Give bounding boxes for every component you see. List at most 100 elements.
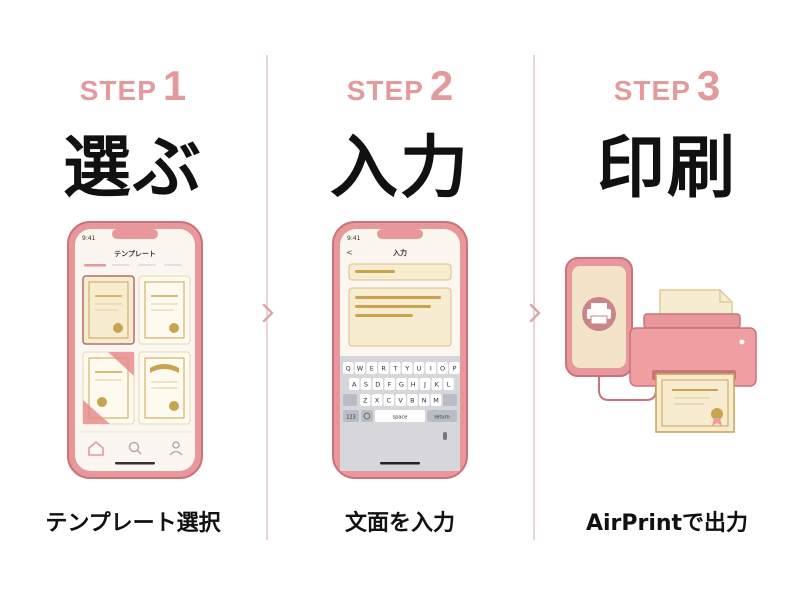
key[interactable] xyxy=(360,378,372,390)
step-number: 3 xyxy=(696,62,721,109)
key[interactable] xyxy=(378,362,389,374)
key[interactable] xyxy=(430,394,442,406)
status-time: 9:41 xyxy=(82,235,96,242)
key-label: T xyxy=(392,365,397,373)
key-label: H xyxy=(411,381,416,389)
key[interactable] xyxy=(419,394,430,406)
key[interactable] xyxy=(431,378,442,390)
key-label: Y xyxy=(404,365,409,373)
key-label: D xyxy=(375,381,380,389)
title-input[interactable] xyxy=(348,263,452,281)
delete-key[interactable] xyxy=(443,394,457,406)
template-card[interactable] xyxy=(138,275,191,345)
key-label: G xyxy=(399,381,404,389)
key-label: R xyxy=(381,365,386,373)
key-label: space xyxy=(393,415,408,421)
key-label: P xyxy=(452,365,456,373)
key-label: W xyxy=(357,365,364,373)
step-word: STEP xyxy=(346,75,424,106)
key[interactable] xyxy=(402,362,413,374)
key-label: V xyxy=(398,397,403,405)
key-label: U xyxy=(417,365,422,373)
key[interactable] xyxy=(407,394,418,406)
emoji-key[interactable] xyxy=(361,410,373,422)
step-number: 2 xyxy=(429,62,454,109)
key-label: F xyxy=(388,381,392,389)
chevron-right-icon xyxy=(529,303,541,323)
screen-header: テンプレート xyxy=(114,249,156,258)
key-label: C xyxy=(387,397,392,405)
key-label: J xyxy=(423,381,426,389)
microphone-icon[interactable] xyxy=(443,432,447,440)
step-word: STEP xyxy=(79,75,157,106)
step-3-title: 印刷 xyxy=(596,129,737,208)
key[interactable] xyxy=(408,378,419,390)
key[interactable] xyxy=(349,378,360,390)
space-key[interactable] xyxy=(375,410,425,422)
profile-icon[interactable] xyxy=(169,441,183,456)
screen-header: 入力 xyxy=(392,248,407,257)
key[interactable] xyxy=(413,362,425,374)
key-label: K xyxy=(435,381,440,389)
back-icon[interactable]: < xyxy=(346,248,353,257)
step-2-caption: 文面を入力 xyxy=(344,511,455,536)
certificate-illustration xyxy=(655,373,735,433)
home-icon[interactable] xyxy=(88,440,104,456)
key-label: M xyxy=(433,397,439,405)
key[interactable] xyxy=(390,362,401,374)
key[interactable] xyxy=(372,378,383,390)
tab-active[interactable] xyxy=(84,264,106,267)
key[interactable] xyxy=(396,378,407,390)
step-number: 1 xyxy=(162,62,187,109)
key-label: 123 xyxy=(346,415,356,421)
printer-icon xyxy=(587,303,611,325)
divider-1 xyxy=(266,55,268,540)
template-card[interactable] xyxy=(82,275,135,345)
key[interactable] xyxy=(419,378,431,390)
return-key[interactable] xyxy=(427,410,457,422)
step-2-title: 入力 xyxy=(329,129,470,208)
key-label: X xyxy=(375,397,380,405)
chevron-right-icon xyxy=(262,303,274,323)
step-word: STEP xyxy=(613,75,691,106)
key-label: E xyxy=(370,365,374,373)
key[interactable] xyxy=(437,362,448,374)
template-card[interactable] xyxy=(82,351,135,425)
template-card[interactable] xyxy=(138,351,191,425)
divider-2 xyxy=(533,55,535,540)
key[interactable] xyxy=(366,362,377,374)
key[interactable] xyxy=(360,394,371,406)
key[interactable] xyxy=(443,378,454,390)
template-select-phone: 9:41 テンプレート xyxy=(67,221,203,479)
key[interactable] xyxy=(395,394,406,406)
key[interactable] xyxy=(383,394,394,406)
key[interactable] xyxy=(384,378,395,390)
key-label: return xyxy=(434,415,449,421)
key-label: Z xyxy=(363,397,368,405)
shift-key[interactable] xyxy=(343,394,357,406)
key-label: N xyxy=(422,397,427,405)
numbers-key[interactable] xyxy=(343,410,359,422)
key[interactable] xyxy=(354,362,366,374)
key[interactable] xyxy=(425,362,436,374)
key-label: L xyxy=(447,381,451,389)
key-label: O xyxy=(440,365,445,373)
key[interactable] xyxy=(449,362,460,374)
step-1-caption: テンプレート選択 xyxy=(45,511,221,536)
phone-illustration xyxy=(565,257,633,377)
key-label: S xyxy=(364,381,368,389)
search-icon[interactable] xyxy=(128,441,142,455)
status-time: 9:41 xyxy=(347,235,361,242)
key[interactable] xyxy=(343,362,354,374)
step-3-caption: AirPrintで出力 xyxy=(585,511,749,536)
key-label: B xyxy=(410,397,414,405)
emoji-icon xyxy=(363,412,371,420)
key[interactable] xyxy=(371,394,383,406)
